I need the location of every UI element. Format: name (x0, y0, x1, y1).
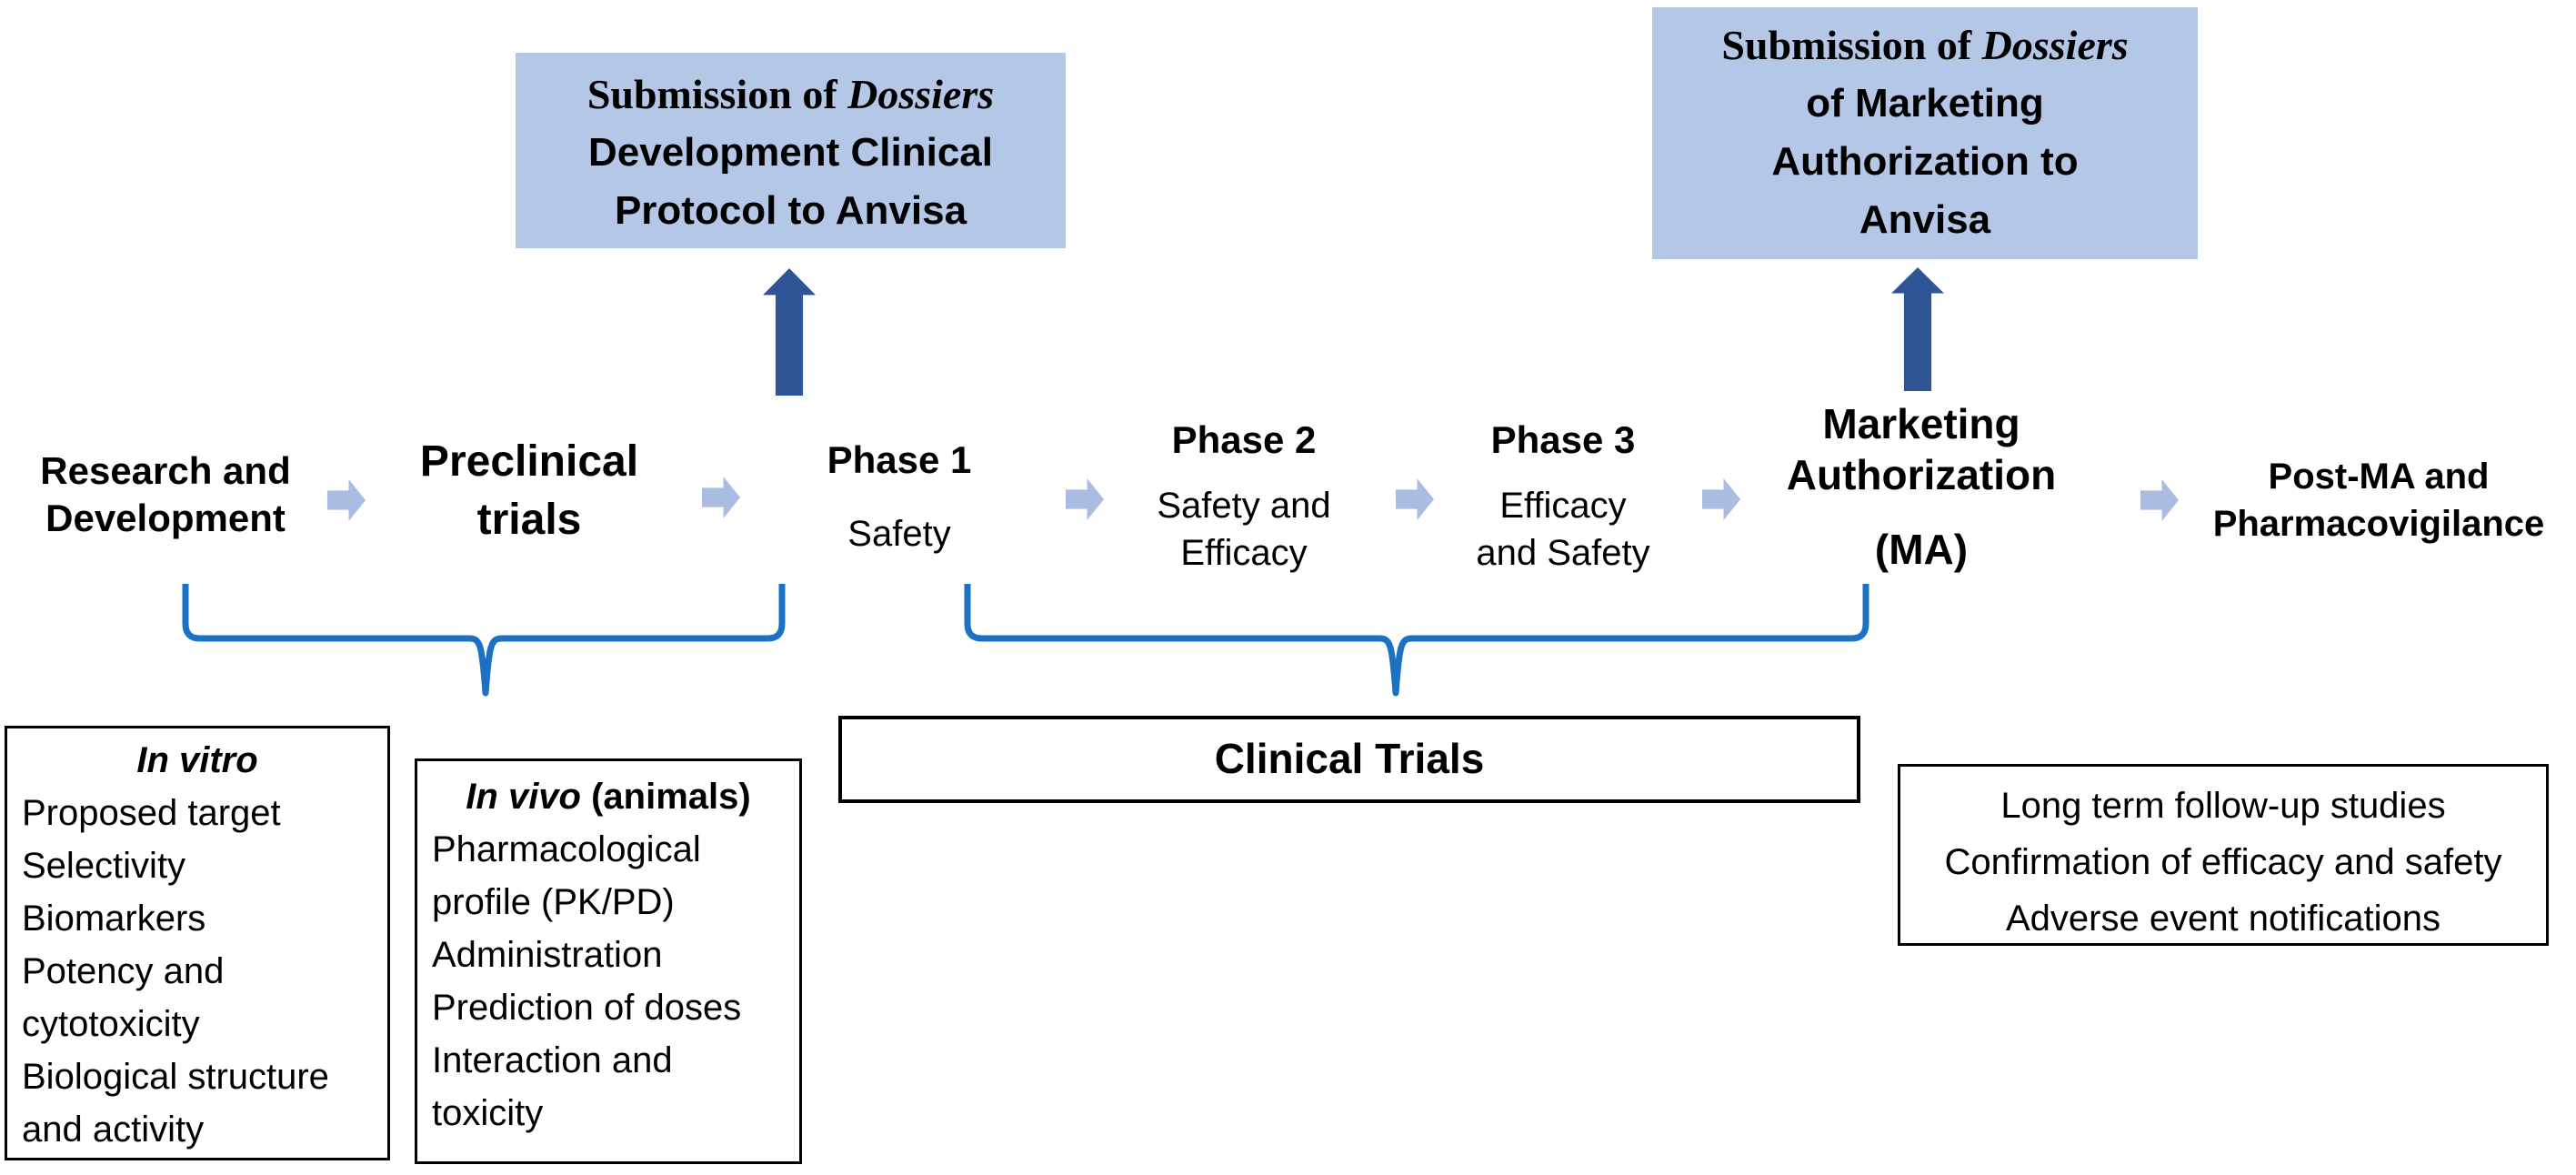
in-vitro-heading-italic: In vitro (136, 740, 258, 780)
in-vivo-heading-rest: (animals) (580, 777, 751, 817)
in-vivo-line: Pharmacological (432, 829, 701, 869)
stage-title: Phase 1 (827, 438, 972, 481)
stage-phase-1: Phase 1 Safety (790, 438, 1008, 557)
stage-phase-3: Phase 3 Efficacy and Safety (1427, 418, 1699, 577)
in-vivo-line: Interaction and (432, 1040, 673, 1080)
submission-title-italic: Dossiers (847, 71, 995, 117)
flow-arrow-icon (1702, 478, 1740, 520)
stage-title: Research and Development (40, 449, 291, 539)
stage-title: Marketing Authorization (1786, 400, 2057, 498)
post-ma-line: Confirmation of efficacy and safety (1944, 842, 2502, 882)
stage-preclinical-trials: Preclinical trials (393, 433, 666, 549)
up-arrow-icon (763, 268, 816, 396)
post-ma-line: Long term follow-up studies (2000, 786, 2446, 826)
in-vitro-line: Selectivity (22, 846, 186, 886)
in-vivo-heading-italic: In vivo (466, 777, 581, 817)
stage-subtitle: (MA) (1874, 526, 1969, 573)
grouping-brace-preclinical (182, 584, 786, 697)
stage-title: Post-MA and Pharmacovigilance (2212, 457, 2545, 544)
in-vitro-heading: In vitro (7, 734, 387, 787)
flow-arrow-icon (1066, 478, 1104, 520)
in-vitro-line: and activity (22, 1110, 205, 1150)
in-vitro-line: Biological structure (22, 1057, 329, 1097)
stage-title: Phase 3 (1490, 418, 1636, 461)
submission-title-prefix: Submission of (1721, 22, 1982, 68)
in-vitro-line: Biomarkers (22, 899, 206, 939)
stage-subtitle: Efficacy and Safety (1476, 486, 1650, 573)
grouping-brace-clinical-trials (964, 584, 1869, 697)
post-ma-line: Adverse event notifications (2005, 899, 2441, 939)
submission-box-marketing-authorization: Submission of Dossiers of Marketing Auth… (1652, 7, 2198, 259)
stage-title: Phase 2 (1171, 418, 1317, 461)
in-vivo-line: profile (PK/PD) (432, 882, 675, 922)
submission-box-line: Anvisa (1859, 197, 1991, 242)
clinical-trials-label: Clinical Trials (1214, 735, 1485, 782)
clinical-trials-box: Clinical Trials (838, 716, 1860, 803)
in-vitro-box: In vitro Proposed target Selectivity Bio… (5, 726, 390, 1160)
in-vitro-line: cytotoxicity (22, 1004, 200, 1044)
submission-box-clinical-protocol: Submission of Dossiers Development Clini… (516, 53, 1066, 248)
submission-title-italic: Dossiers (1981, 22, 2129, 68)
in-vivo-line: toxicity (432, 1093, 544, 1133)
flow-arrow-icon (2140, 479, 2179, 521)
post-ma-box: Long term follow-up studies Confirmation… (1898, 764, 2549, 946)
stage-subtitle: Safety (847, 514, 951, 554)
submission-box-title: Submission of Dossiers (1652, 16, 2198, 75)
submission-box-line: of Marketing (1806, 81, 2044, 126)
stage-research-development: Research and Development (11, 447, 320, 542)
in-vivo-line: Administration (432, 935, 663, 975)
submission-box-line: Protocol to Anvisa (614, 188, 967, 233)
stage-post-ma-pharmacovigilance: Post-MA and Pharmacovigilance (2197, 453, 2561, 547)
in-vitro-line: Proposed target (22, 793, 281, 833)
stage-subtitle: Safety and Efficacy (1157, 486, 1331, 573)
submission-box-line: Development Clinical (587, 130, 993, 175)
up-arrow-icon (1891, 267, 1944, 391)
submission-title-prefix: Submission of (586, 71, 848, 117)
in-vivo-heading: In vivo (animals) (417, 770, 799, 823)
in-vivo-line: Prediction of doses (432, 988, 742, 1028)
stage-phase-2: Phase 2 Safety and Efficacy (1108, 418, 1380, 577)
stage-title: Preclinical trials (419, 437, 639, 544)
stage-marketing-authorization: Marketing Authorization (MA) (1753, 398, 2090, 573)
flow-arrow-icon (702, 477, 740, 518)
in-vitro-line: Potency and (22, 951, 225, 991)
submission-box-title: Submission of Dossiers (516, 65, 1066, 124)
in-vivo-box: In vivo (animals) Pharmacological profil… (415, 758, 802, 1164)
submission-box-line: Authorization to (1771, 139, 2079, 184)
flow-arrow-icon (327, 479, 366, 521)
